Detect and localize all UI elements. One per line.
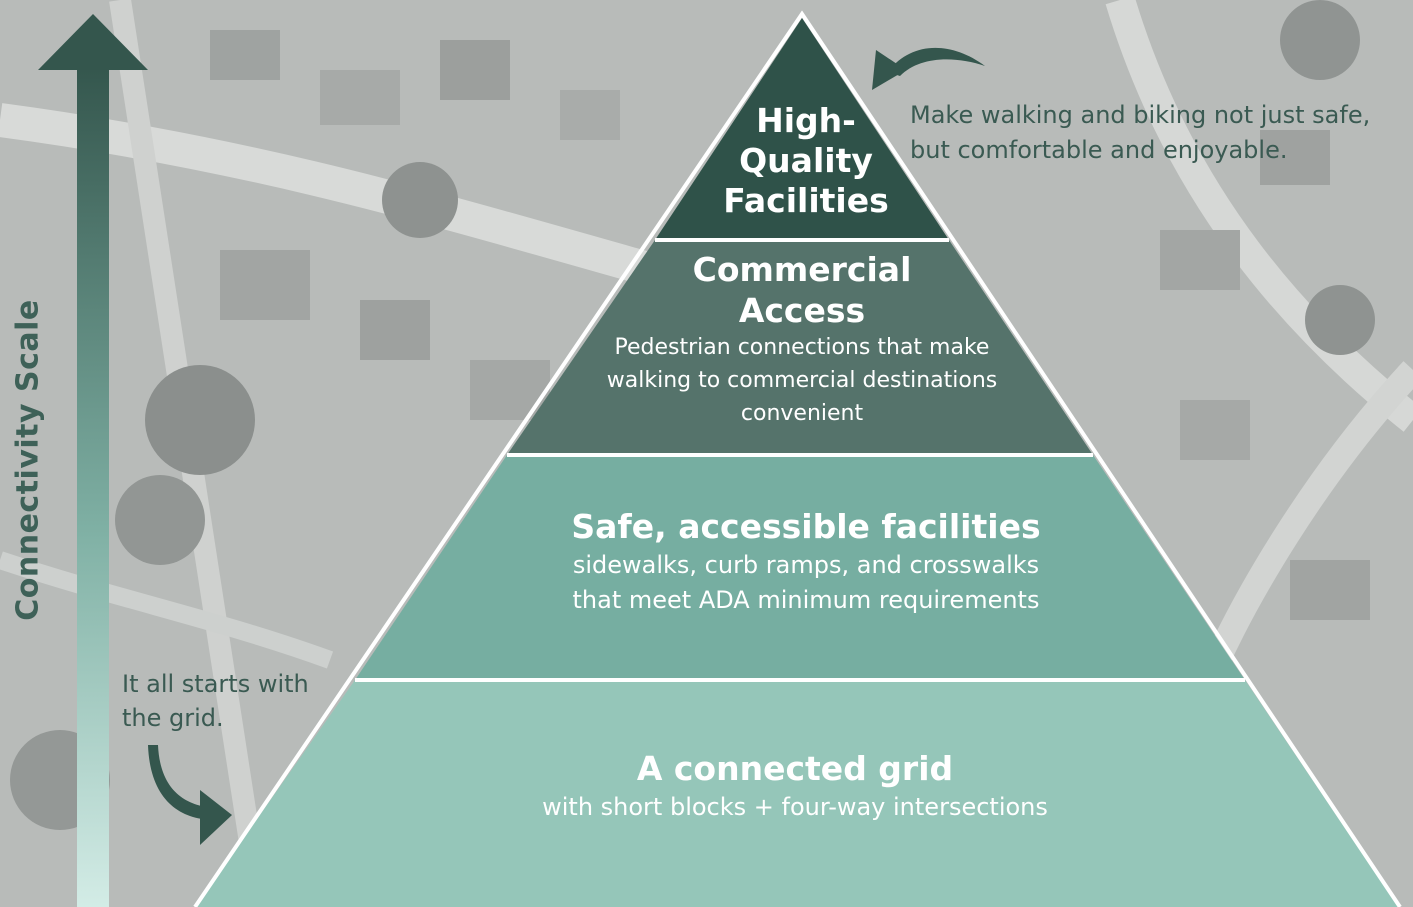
- pyramid-tier-high-quality: [655, 18, 949, 240]
- tier-description-line: with short blocks + four-way intersectio…: [542, 793, 1048, 821]
- scale-arrow-shaft: [77, 66, 109, 907]
- tier-description-line: sidewalks, curb ramps, and crosswalks: [572, 551, 1040, 579]
- tier-title-line: Commercial: [692, 250, 912, 289]
- note-line: but comfortable and enjoyable.: [910, 136, 1288, 164]
- pyramid-outline: [193, 10, 1402, 907]
- tier-description-line: Pedestrian connections that make: [614, 335, 990, 360]
- curved-arrow-down-right-icon: [148, 745, 232, 845]
- tier-safe-facilities-text: Safe, accessible facilities sidewalks, c…: [571, 506, 1040, 618]
- tier-high-quality-text: High- Quality Facilities: [723, 101, 888, 221]
- tier-commercial-access-text: Commercial Access Pedestrian connections…: [607, 249, 997, 430]
- pyramid-tier-commercial-access: [507, 240, 1093, 455]
- tier-title-line: Facilities: [723, 181, 889, 220]
- note-line: the grid.: [122, 704, 224, 732]
- tier-title-line: Safe, accessible facilities: [571, 507, 1041, 546]
- pyramid-tier-connected-grid: [195, 680, 1398, 907]
- pyramid: [193, 10, 1402, 907]
- tier-title-line: High-: [756, 101, 856, 140]
- tier-description-line: convenient: [740, 401, 864, 426]
- arrow-up-icon: [38, 14, 148, 70]
- connectivity-scale-label: Connectivity Scale: [10, 299, 46, 621]
- connectivity-scale-arrow: [38, 14, 148, 907]
- tier-connected-grid-text: A connected grid with short blocks + fou…: [542, 748, 1048, 824]
- tier-description-line: that meet ADA minimum requirements: [572, 586, 1040, 614]
- bottom-note: It all starts with the grid.: [122, 667, 309, 735]
- note-line: Make walking and biking not just safe,: [910, 101, 1371, 129]
- tier-title-line: Access: [738, 291, 866, 330]
- top-note: Make walking and biking not just safe, b…: [910, 98, 1370, 168]
- tier-title-line: A connected grid: [636, 749, 954, 788]
- curved-arrow-left-icon: [872, 47, 985, 90]
- tier-description-line: walking to commercial destinations: [606, 368, 998, 393]
- pyramid-tier-safe-facilities: [355, 455, 1245, 680]
- note-line: It all starts with: [122, 670, 309, 698]
- tier-title-line: Quality: [739, 141, 873, 180]
